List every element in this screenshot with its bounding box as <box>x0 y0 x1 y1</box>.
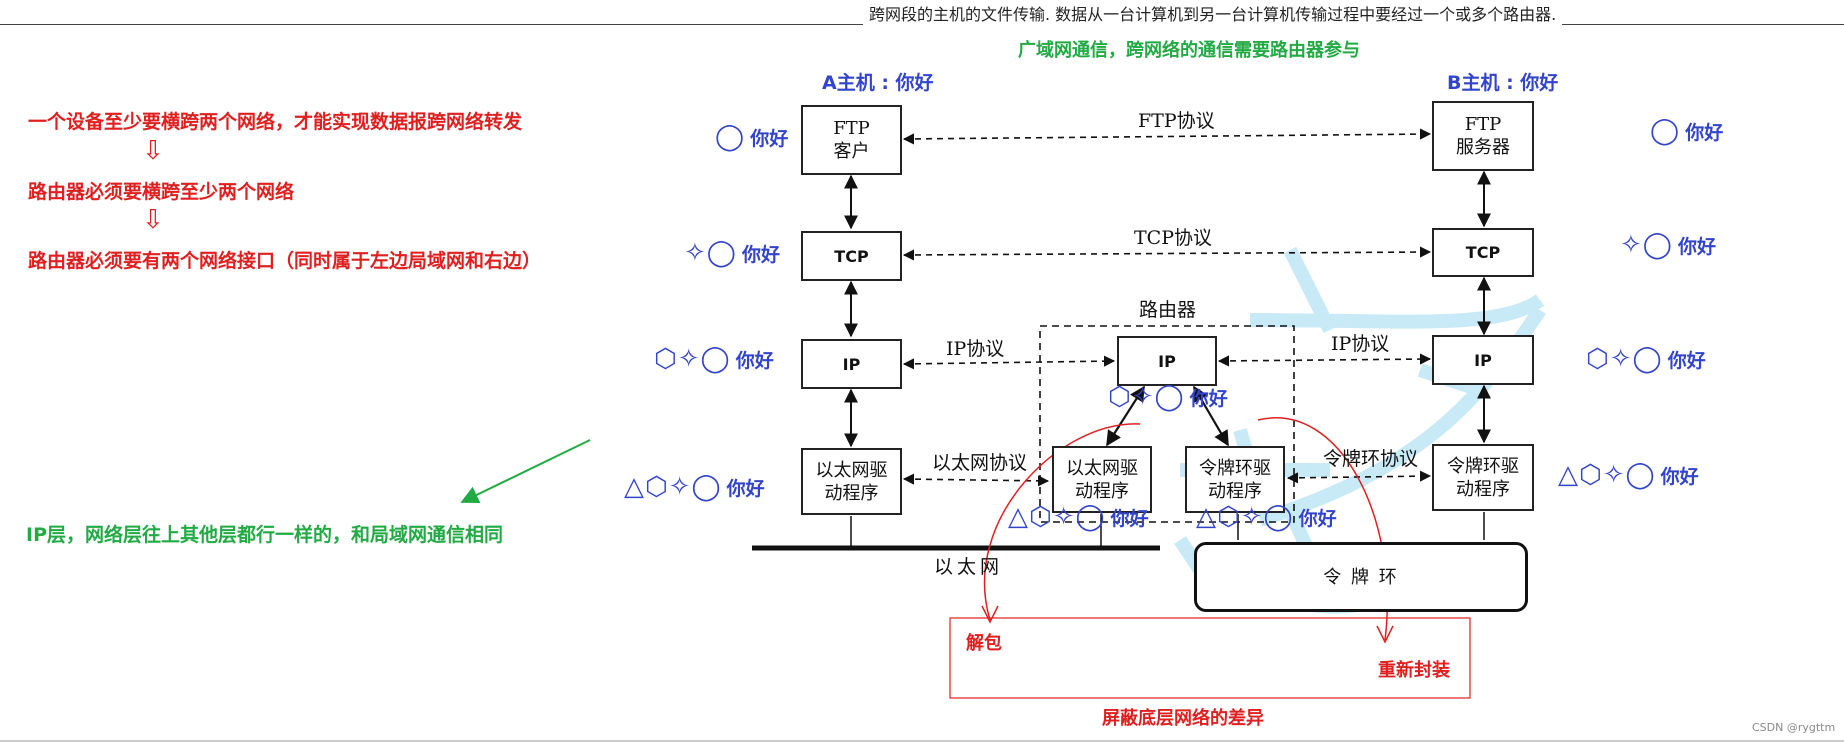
eth-driver-a-box: 以太网驱 动程序 <box>801 448 902 515</box>
tcp-protocol-arrow <box>902 246 1432 261</box>
ip-protocol-left-label: IP协议 <box>946 338 1005 360</box>
a-frame-data: △⬡✧◯ 你好 <box>624 472 765 502</box>
triangle-hexagon-star-circle-icon: △⬡✧◯ <box>1558 460 1656 490</box>
unpack-label: 解包 <box>966 633 1002 654</box>
note-line-3: 路由器必须要有两个网络接口（同时属于左边局域网和右边） <box>28 250 542 272</box>
triangle-hexagon-star-circle-icon: △⬡✧◯ <box>1196 502 1294 532</box>
token-driver-b-box: 令牌环驱 动程序 <box>1432 444 1534 511</box>
router-ip-data: ⬡✧◯ 你好 <box>1108 382 1228 412</box>
ip-layer-note: IP层，网络层往上其他层都行一样的，和局域网通信相同 <box>26 524 503 546</box>
eth-protocol-arrow <box>902 473 1050 487</box>
down-arrow-icon: ⇩ <box>142 205 164 235</box>
ip-a-box: IP <box>801 339 902 389</box>
circle-icon: ◯ <box>715 122 746 152</box>
mask-label: 屏蔽底层网络的差异 <box>1102 708 1264 729</box>
host-a-title: A主机 : 你好 <box>822 72 934 94</box>
token-ring-box: 令 牌 环 <box>1194 542 1528 612</box>
hexagon-star-circle-icon: ⬡✧◯ <box>654 344 731 374</box>
tcp-protocol-label: TCP协议 <box>1134 227 1212 249</box>
mask-box <box>949 617 1471 699</box>
triangle-hexagon-star-circle-icon: △⬡✧◯ <box>624 472 722 502</box>
ip-protocol-right-arrow <box>1217 353 1432 367</box>
router-eth-frame-data: △⬡✧◯ 你好 <box>1008 502 1149 532</box>
credit: CSDN @rygttm <box>1752 721 1836 734</box>
hexagon-star-circle-icon: ⬡✧◯ <box>1586 344 1663 374</box>
ip-protocol-left-arrow <box>902 355 1116 370</box>
router-ip-eth-arrow <box>1106 385 1145 447</box>
green-pointer-arrow <box>460 439 591 504</box>
a-tcp-data: ✧◯ 你好 <box>684 238 780 268</box>
token-protocol-label: 令牌环协议 <box>1323 448 1419 470</box>
ethernet-label: 以太网 <box>934 556 1004 578</box>
router-token-frame-data: △⬡✧◯ 你好 <box>1196 502 1337 532</box>
b-app-data: ◯ 你好 <box>1650 116 1724 146</box>
router-ip-token-arrow <box>1193 385 1229 447</box>
triangle-hexagon-star-circle-icon: △⬡✧◯ <box>1008 502 1106 532</box>
ftp-client-box: FTP 客户 <box>801 105 902 175</box>
router-label: 路由器 <box>1139 299 1197 321</box>
circle-icon: ◯ <box>1650 116 1681 146</box>
host-b-title: B主机 : 你好 <box>1447 72 1559 94</box>
ftp-server-box: FTP 服务器 <box>1432 101 1534 171</box>
star-circle-icon: ✧◯ <box>1620 230 1673 260</box>
eth-driver-router-box: 以太网驱 动程序 <box>1052 446 1152 513</box>
subtitle: 广域网通信，跨网络的通信需要路由器参与 <box>1018 40 1360 61</box>
b-ip-data: ⬡✧◯ 你好 <box>1586 344 1706 374</box>
ftp-protocol-arrow <box>902 128 1432 145</box>
b-frame-data: △⬡✧◯ 你好 <box>1558 460 1699 490</box>
router-boundary <box>1039 325 1295 523</box>
note-line-2: 路由器必须要横跨至少两个网络 <box>28 181 295 203</box>
ip-router-box: IP <box>1117 336 1217 386</box>
a-app-data: ◯ 你好 <box>715 122 789 152</box>
note-line-1: 一个设备至少要横跨两个网络，才能实现数据报跨网络转发 <box>28 111 523 133</box>
eth-protocol-label: 以太网协议 <box>932 452 1028 474</box>
token-protocol-arrow <box>1286 470 1432 484</box>
unpack-curve <box>983 423 1141 621</box>
star-circle-icon: ✧◯ <box>684 238 737 268</box>
a-ip-data: ⬡✧◯ 你好 <box>654 344 774 374</box>
ftp-protocol-label: FTP协议 <box>1138 110 1215 132</box>
down-arrow-icon: ⇩ <box>142 136 164 166</box>
tcp-a-box: TCP <box>801 231 902 281</box>
ip-b-box: IP <box>1432 335 1534 385</box>
caption: 跨网段的主机的文件传输. 数据从一台计算机到另一台计算机传输过程中要经过一个或多… <box>863 1 1563 25</box>
repack-label: 重新封装 <box>1378 660 1450 681</box>
tcp-b-box: TCP <box>1432 228 1534 277</box>
hexagon-star-circle-icon: ⬡✧◯ <box>1108 382 1185 412</box>
ip-protocol-right-label: IP协议 <box>1331 333 1390 355</box>
token-driver-router-box: 令牌环驱 动程序 <box>1185 446 1285 513</box>
b-tcp-data: ✧◯ 你好 <box>1620 230 1716 260</box>
